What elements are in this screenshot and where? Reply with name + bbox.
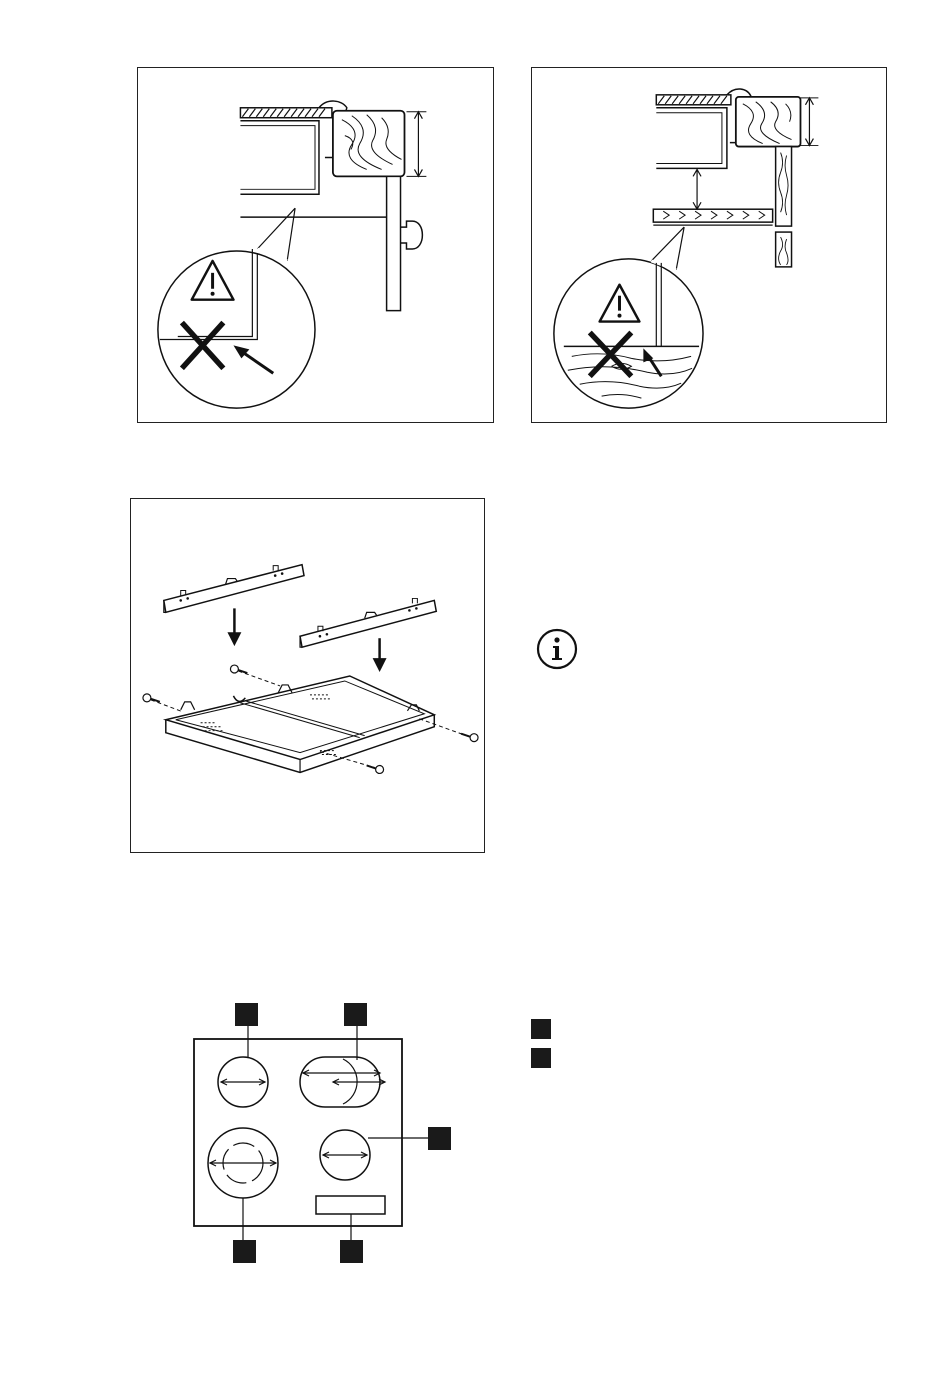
screw-icon xyxy=(230,665,280,686)
protection-box-assembly-diagram xyxy=(131,499,484,852)
mounting-rail-left xyxy=(164,565,304,613)
info-icon xyxy=(535,627,579,671)
screw-icon xyxy=(419,719,478,742)
callout-marker xyxy=(340,1240,363,1263)
legend-marker xyxy=(531,1048,551,1068)
legend-marker xyxy=(531,1019,551,1039)
arrow-down-icon xyxy=(373,638,387,672)
callout-marker xyxy=(233,1240,256,1263)
installation-figure-top-left xyxy=(137,67,494,423)
control-panel xyxy=(316,1196,385,1214)
arrow-down-icon xyxy=(227,608,241,646)
protection-box xyxy=(166,676,434,772)
installation-diagram-gap-warning xyxy=(138,68,493,422)
callout-marker xyxy=(428,1127,451,1150)
mounting-rail-right xyxy=(300,598,436,647)
callout-marker xyxy=(235,1003,258,1026)
installation-diagram-shelf-warning xyxy=(532,68,886,422)
installation-figure-top-right xyxy=(531,67,887,423)
cooking-zones-figure xyxy=(185,1000,455,1272)
screw-icon xyxy=(143,694,183,712)
callout-marker xyxy=(344,1003,367,1026)
protection-box-assembly-figure xyxy=(130,498,485,853)
